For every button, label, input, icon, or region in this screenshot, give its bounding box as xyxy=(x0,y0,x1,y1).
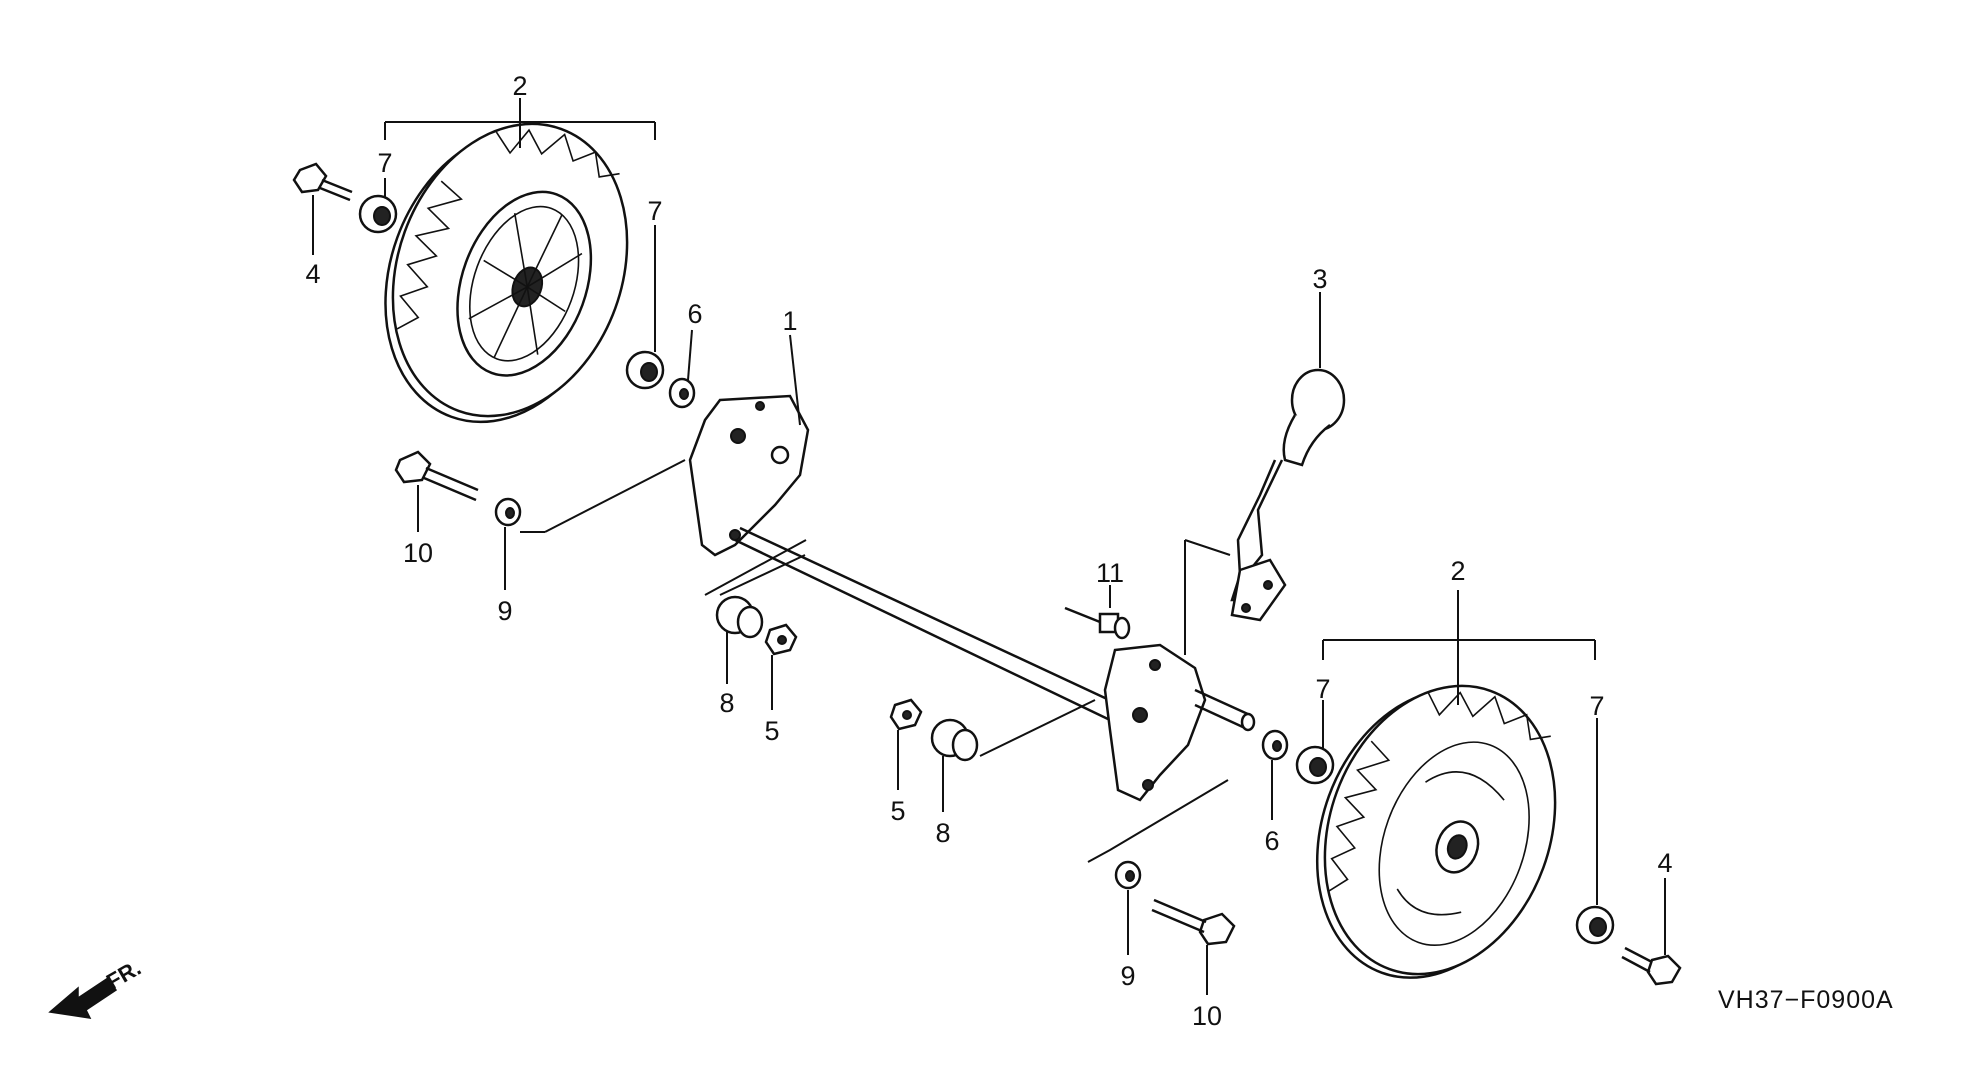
bushing-7-left-inner xyxy=(625,350,665,390)
bolt-4-left xyxy=(292,162,353,202)
label-part-9-left: 9 xyxy=(497,596,512,626)
label-part-6-left: 6 xyxy=(687,299,702,329)
label-part-3: 3 xyxy=(1312,264,1327,294)
right-wheel xyxy=(1315,684,1557,979)
label-part-5-right: 5 xyxy=(890,796,905,826)
label-part-7-left-a: 7 xyxy=(377,148,392,178)
label-part-6-right: 6 xyxy=(1264,826,1279,856)
label-part-7-left-b: 7 xyxy=(647,196,662,226)
washer-6-right xyxy=(1261,729,1289,761)
bushing-7-left-outer xyxy=(358,194,398,234)
label-part-2-right: 2 xyxy=(1450,556,1465,586)
label-part-9-right: 9 xyxy=(1120,961,1135,991)
label-part-8-left: 8 xyxy=(719,688,734,718)
height-adjust-lever xyxy=(1230,368,1346,622)
bushing-7-right-outer xyxy=(1575,905,1615,945)
label-part-7-right-a: 7 xyxy=(1315,674,1330,704)
label-part-11: 11 xyxy=(1096,558,1124,588)
pin-11 xyxy=(1064,606,1131,640)
label-part-10-right: 10 xyxy=(1192,1001,1222,1031)
label-part-4-right: 4 xyxy=(1657,848,1672,878)
label-part-10-left: 10 xyxy=(403,538,433,568)
label-part-1: 1 xyxy=(782,306,797,336)
spacer-8-left xyxy=(715,595,764,639)
diagram-code: VH37−F0900A xyxy=(1718,986,1894,1014)
spacer-8-right xyxy=(930,718,979,762)
front-direction-arrow: FR. xyxy=(48,955,145,1019)
leader-lines xyxy=(312,98,1666,995)
washer-6-left xyxy=(668,377,696,409)
nut-5-right xyxy=(889,698,923,731)
bushing-7-right-inner xyxy=(1295,745,1335,785)
label-part-2-left: 2 xyxy=(512,71,527,101)
bolt-10-right xyxy=(1151,898,1236,946)
label-part-4-left: 4 xyxy=(305,259,320,289)
label-part-5-left: 5 xyxy=(764,716,779,746)
part-labels: 2 7 7 4 6 1 10 9 8 5 11 3 5 8 2 7 7 6 4 … xyxy=(305,71,1672,1031)
left-wheel xyxy=(384,122,629,424)
label-part-7-right-b: 7 xyxy=(1589,691,1604,721)
washer-9-left xyxy=(494,497,522,527)
washer-9-right xyxy=(1114,860,1142,890)
bolt-10-left xyxy=(394,450,479,502)
label-part-8-right: 8 xyxy=(935,818,950,848)
bolt-4-right xyxy=(1621,946,1682,986)
nut-5-left xyxy=(764,623,798,656)
axle-assembly xyxy=(688,394,1256,802)
